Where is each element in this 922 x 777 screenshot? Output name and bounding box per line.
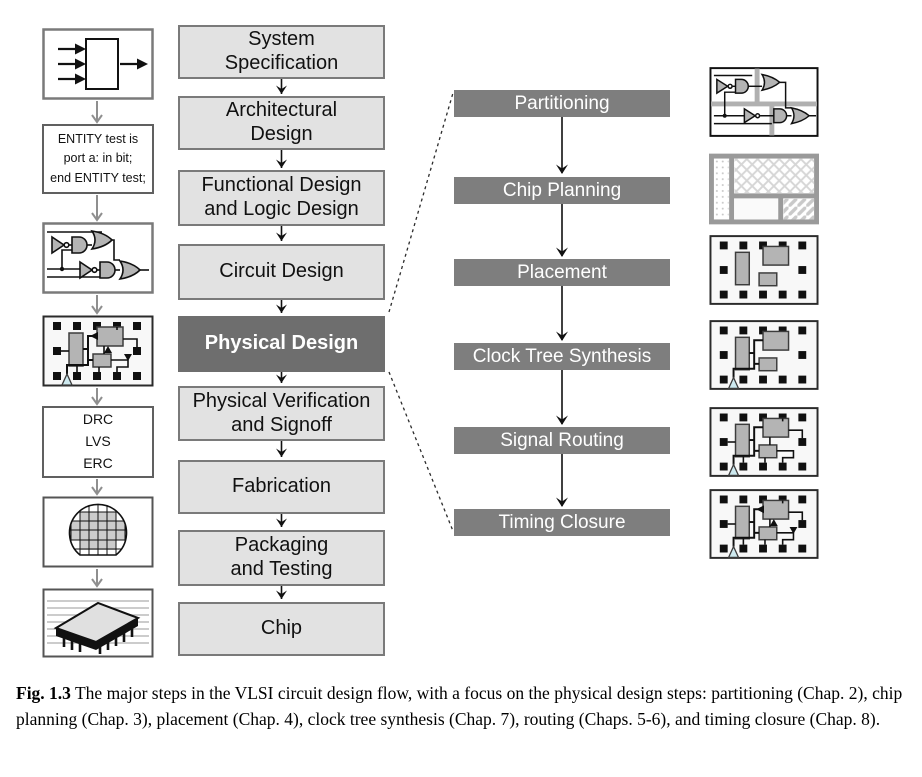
physical-flow-arrowheads: [556, 164, 568, 507]
verification-checks-box: DRC LVS ERC: [42, 406, 154, 478]
flow-step-physical-design: Physical Design: [178, 316, 385, 372]
flow-step-system-specification: System Specification: [178, 25, 385, 79]
flow-step-chip: Chip: [178, 602, 385, 656]
zoom-callout-dashed-lines: [388, 92, 454, 532]
flow-step-label: Functional Design and Logic Design: [201, 174, 362, 220]
physical-step-timing-closure: Timing Closure: [454, 509, 670, 536]
hdl-code-box: ENTITY test is port a: in bit; end ENTIT…: [42, 124, 154, 194]
physical-step-chip-planning: Chip Planning: [454, 177, 670, 204]
timing-closure-icon: [709, 488, 819, 560]
flow-step-physical-verification-signoff: Physical Verification and Signoff: [178, 386, 385, 441]
floorplan-icon: [709, 153, 819, 225]
packaged-chip-icon: [42, 588, 154, 658]
flow-step-label: Architectural Design: [225, 99, 338, 145]
flow-step-fabrication: Fabrication: [178, 460, 385, 514]
physical-step-placement: Placement: [454, 259, 670, 286]
physical-step-label: Timing Closure: [498, 511, 626, 533]
physical-step-label: Placement: [517, 261, 607, 283]
block-diagram-icon: [42, 28, 154, 100]
physical-step-label: Partitioning: [514, 92, 610, 114]
physical-step-label: Clock Tree Synthesis: [472, 345, 652, 367]
figure-caption-label: Fig. 1.3: [16, 683, 71, 703]
hdl-code-text: ENTITY test is port a: in bit; end ENTIT…: [50, 131, 146, 185]
gate-schematic-icon: [42, 222, 154, 294]
left-column-arrows: [91, 101, 103, 588]
flow-step-label: Physical Design: [204, 332, 359, 355]
flow-step-label: System Specification: [224, 28, 339, 74]
physical-step-clock-tree-synthesis: Clock Tree Synthesis: [454, 343, 670, 370]
physical-step-label: Chip Planning: [502, 179, 622, 201]
flow-step-label: Chip: [260, 617, 303, 640]
flow-step-label: Packaging and Testing: [230, 534, 333, 580]
partitioned-netlist-icon: [709, 66, 819, 138]
layout-icon: [42, 315, 154, 387]
clock-tree-icon: [709, 319, 819, 391]
figure-caption: Fig. 1.3 The major steps in the VLSI cir…: [16, 681, 906, 732]
flow-step-functional-logic-design: Functional Design and Logic Design: [178, 170, 385, 226]
flow-step-label: Fabrication: [232, 475, 331, 498]
placement-icon: [709, 234, 819, 306]
figure-caption-text: The major steps in the VLSI circuit desi…: [16, 683, 903, 729]
wafer-icon: [42, 496, 154, 568]
verification-checks-text: DRC LVS ERC: [82, 411, 114, 471]
flow-step-label: Circuit Design: [219, 260, 344, 283]
main-flow-arrowheads: [276, 85, 287, 599]
flow-step-architectural-design: Architectural Design: [178, 96, 385, 150]
physical-step-partitioning: Partitioning: [454, 90, 670, 117]
physical-step-signal-routing: Signal Routing: [454, 427, 670, 454]
flow-connectors: [91, 79, 568, 599]
signal-routing-icon: [709, 406, 819, 478]
flow-step-label: Physical Verification and Signoff: [192, 389, 371, 436]
flow-step-packaging-testing: Packaging and Testing: [178, 530, 385, 586]
flow-step-circuit-design: Circuit Design: [178, 244, 385, 300]
physical-step-label: Signal Routing: [500, 429, 624, 451]
